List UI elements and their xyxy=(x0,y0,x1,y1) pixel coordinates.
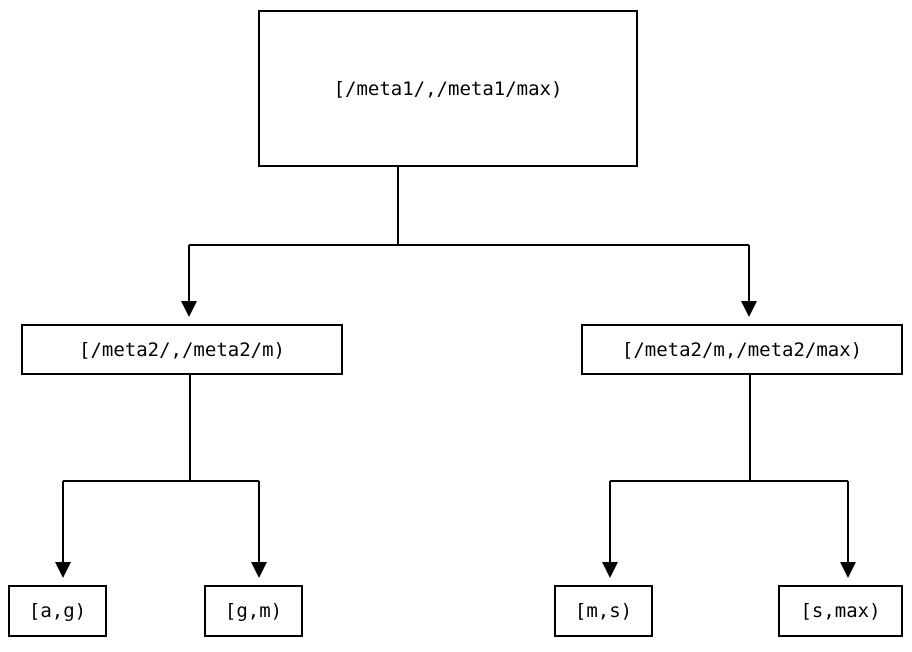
arrowhead-to-leaf-ag xyxy=(55,562,71,578)
node-mid-left[interactable]: [/meta2/,/meta2/m) xyxy=(21,324,343,375)
arrowhead-to-leaf-smax xyxy=(840,562,856,578)
node-leaf-m-s[interactable]: [m,s) xyxy=(554,585,653,637)
arrowhead-to-mid-right xyxy=(741,301,757,317)
arrowhead-to-leaf-gm xyxy=(251,562,267,578)
node-root[interactable]: [/meta1/,/meta1/max) xyxy=(258,10,638,167)
arrowhead-to-leaf-ms xyxy=(602,562,618,578)
node-leaf-a-g[interactable]: [a,g) xyxy=(8,585,107,637)
node-leaf-s-max[interactable]: [s,max) xyxy=(778,585,903,637)
node-leaf-g-m[interactable]: [g,m) xyxy=(204,585,303,637)
arrowhead-to-mid-left xyxy=(181,301,197,317)
node-mid-right[interactable]: [/meta2/m,/meta2/max) xyxy=(581,324,903,375)
